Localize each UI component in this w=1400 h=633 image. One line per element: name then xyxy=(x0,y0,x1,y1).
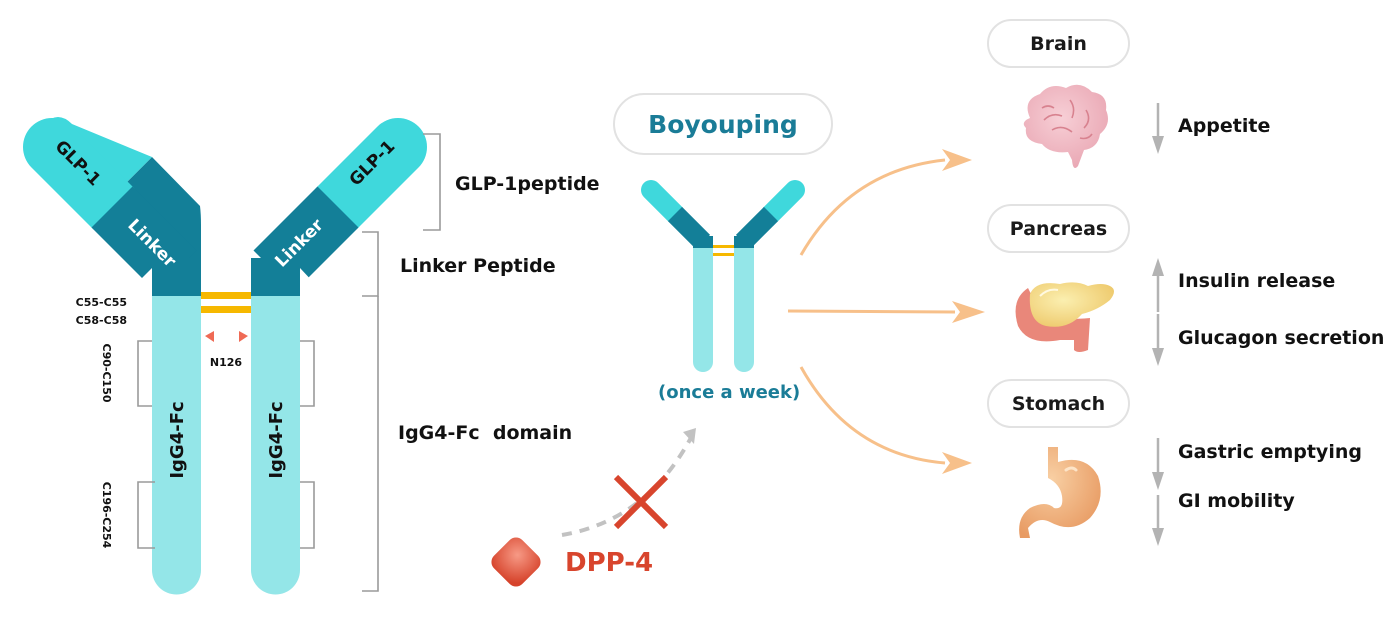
effect-label: Glucagon secretion xyxy=(1178,327,1385,349)
arrow-to-stomach xyxy=(799,366,946,465)
pancreas-icon xyxy=(1015,282,1114,352)
arrow-to-brain xyxy=(799,158,946,256)
right-fc-stem xyxy=(251,296,300,595)
dpp4-enzyme-icon xyxy=(491,537,541,587)
left-fc-stem xyxy=(152,296,201,595)
bond-bracket-right-upper xyxy=(300,340,315,407)
disulfide-bond xyxy=(201,306,251,313)
disulfide-label-2: C58-C58 xyxy=(76,314,127,327)
effect-label: Appetite xyxy=(1178,115,1271,137)
dpp4-label: DPP-4 xyxy=(565,548,654,578)
right-fc-label: IgG4-Fc xyxy=(266,401,287,478)
disulfide-label-1: C55-C55 xyxy=(76,296,127,309)
organ-badge-brain: Brain xyxy=(987,19,1130,68)
drug-name: Boyouping xyxy=(648,109,798,139)
arrow-to-pancreas xyxy=(787,309,956,314)
right-linker-joint xyxy=(251,258,300,296)
organ-name: Pancreas xyxy=(1009,217,1108,240)
bond-bracket-left-upper xyxy=(137,340,152,407)
effect-arrows xyxy=(787,149,985,474)
effect-indicators xyxy=(1152,103,1164,546)
bond-bracket-left-lower xyxy=(137,481,155,549)
dosing-label: (once a week) xyxy=(658,382,801,403)
stomach-icon xyxy=(1019,447,1101,538)
left-linker-joint xyxy=(152,258,201,296)
linker-bracket xyxy=(362,231,379,297)
organ-name: Stomach xyxy=(1011,392,1106,415)
large-antibody: GLP-1 GLP-1 Linker Linker IgG4-Fc IgG4-F… xyxy=(23,117,427,595)
fc-domain-label: IgG4-Fc domain xyxy=(398,422,573,444)
organ-name: Brain xyxy=(1030,32,1087,55)
linker-peptide-label: Linker Peptide xyxy=(400,255,556,277)
left-fc-label: IgG4-Fc xyxy=(167,401,188,478)
effect-label: Insulin release xyxy=(1178,270,1336,292)
fc-bracket xyxy=(362,296,379,592)
glyco-site-right-marker xyxy=(239,331,248,342)
disulfide-bond xyxy=(201,292,251,299)
bond-bracket-right-lower xyxy=(300,481,315,549)
effect-label: Gastric emptying xyxy=(1178,441,1362,463)
small-antibody xyxy=(641,180,805,372)
bond-label-lower: C196-C254 xyxy=(100,482,113,549)
dpp4-path-dashed xyxy=(561,429,697,537)
dpp4-path-arrowhead xyxy=(683,428,696,444)
glyco-site-left-marker xyxy=(205,331,214,342)
glp1-bracket xyxy=(423,133,441,231)
left-glp1-bar xyxy=(23,118,141,236)
bond-label-upper: C90-C150 xyxy=(100,344,113,403)
effect-label: GI mobility xyxy=(1178,490,1295,512)
brain-icon xyxy=(1023,84,1108,168)
drug-name-badge: Boyouping xyxy=(613,93,833,155)
glyco-site-label: N126 xyxy=(210,356,243,369)
glp1-peptide-label: GLP-1peptide xyxy=(455,173,600,195)
organ-badge-stomach: Stomach xyxy=(987,379,1130,428)
organ-badge-pancreas: Pancreas xyxy=(987,204,1130,253)
right-glp1-bar xyxy=(309,118,427,236)
blocked-x-icon xyxy=(613,474,669,530)
